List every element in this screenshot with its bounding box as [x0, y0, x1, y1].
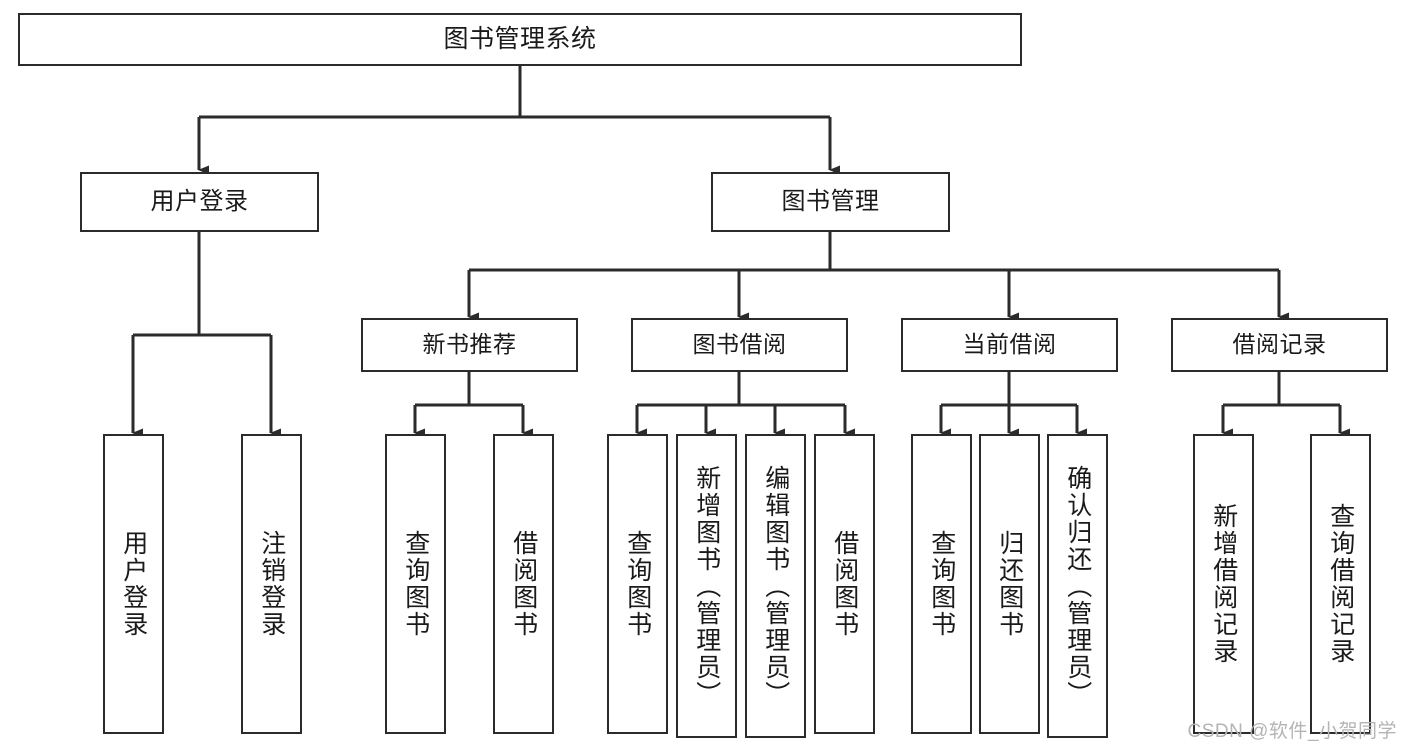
leaf-current-return-book[interactable]: 归还图书 — [979, 434, 1040, 734]
node-label: 新增借阅记录 — [1209, 503, 1238, 665]
node-label: 确认归还（管理员） — [1063, 464, 1092, 708]
node-label: 图书管理系统 — [443, 24, 597, 53]
leaf-user-login-logout[interactable]: 注销登录 — [241, 434, 302, 734]
leaf-records-add-record[interactable]: 新增借阅记录 — [1193, 434, 1254, 734]
node-current-borrow[interactable]: 当前借阅 — [901, 318, 1118, 372]
node-book-management[interactable]: 图书管理 — [711, 172, 950, 232]
node-label: 图书管理 — [781, 187, 880, 215]
node-label: 用户登录 — [150, 187, 249, 215]
node-label: 查询借阅记录 — [1326, 503, 1355, 665]
node-label: 查询图书 — [927, 530, 956, 638]
node-label: 用户登录 — [119, 530, 148, 638]
node-label: 新书推荐 — [422, 331, 517, 358]
node-label: 编辑图书（管理员） — [761, 464, 790, 708]
node-label: 图书借阅 — [692, 331, 787, 358]
leaf-recommend-query-book[interactable]: 查询图书 — [385, 434, 446, 734]
leaf-records-query-record[interactable]: 查询借阅记录 — [1310, 434, 1371, 734]
leaf-borrow-edit-book-admin[interactable]: 编辑图书（管理员） — [745, 434, 806, 738]
node-label: 注销登录 — [257, 530, 286, 638]
leaf-user-login-login[interactable]: 用户登录 — [103, 434, 164, 734]
node-new-book-recommend[interactable]: 新书推荐 — [361, 318, 578, 372]
leaf-recommend-borrow-book[interactable]: 借阅图书 — [493, 434, 554, 734]
node-borrow-records[interactable]: 借阅记录 — [1171, 318, 1388, 372]
node-label: 查询图书 — [401, 530, 430, 638]
node-label: 查询图书 — [623, 530, 652, 638]
leaf-borrow-borrow-book[interactable]: 借阅图书 — [814, 434, 875, 734]
node-label: 归还图书 — [995, 530, 1024, 638]
leaf-current-query-book[interactable]: 查询图书 — [911, 434, 972, 734]
leaf-borrow-add-book-admin[interactable]: 新增图书（管理员） — [676, 434, 737, 738]
node-book-borrow[interactable]: 图书借阅 — [631, 318, 848, 372]
node-label: 借阅图书 — [509, 530, 538, 638]
node-label: 当前借阅 — [962, 331, 1057, 358]
watermark-text: CSDN @软件_小贺同学 — [1187, 721, 1397, 742]
node-label: 借阅记录 — [1232, 331, 1327, 358]
node-root-system[interactable]: 图书管理系统 — [18, 13, 1022, 66]
node-label: 新增图书（管理员） — [692, 464, 721, 708]
node-user-login[interactable]: 用户登录 — [80, 172, 319, 232]
leaf-current-confirm-return-admin[interactable]: 确认归还（管理员） — [1047, 434, 1108, 738]
leaf-borrow-query-book[interactable]: 查询图书 — [607, 434, 668, 734]
node-label: 借阅图书 — [830, 530, 859, 638]
